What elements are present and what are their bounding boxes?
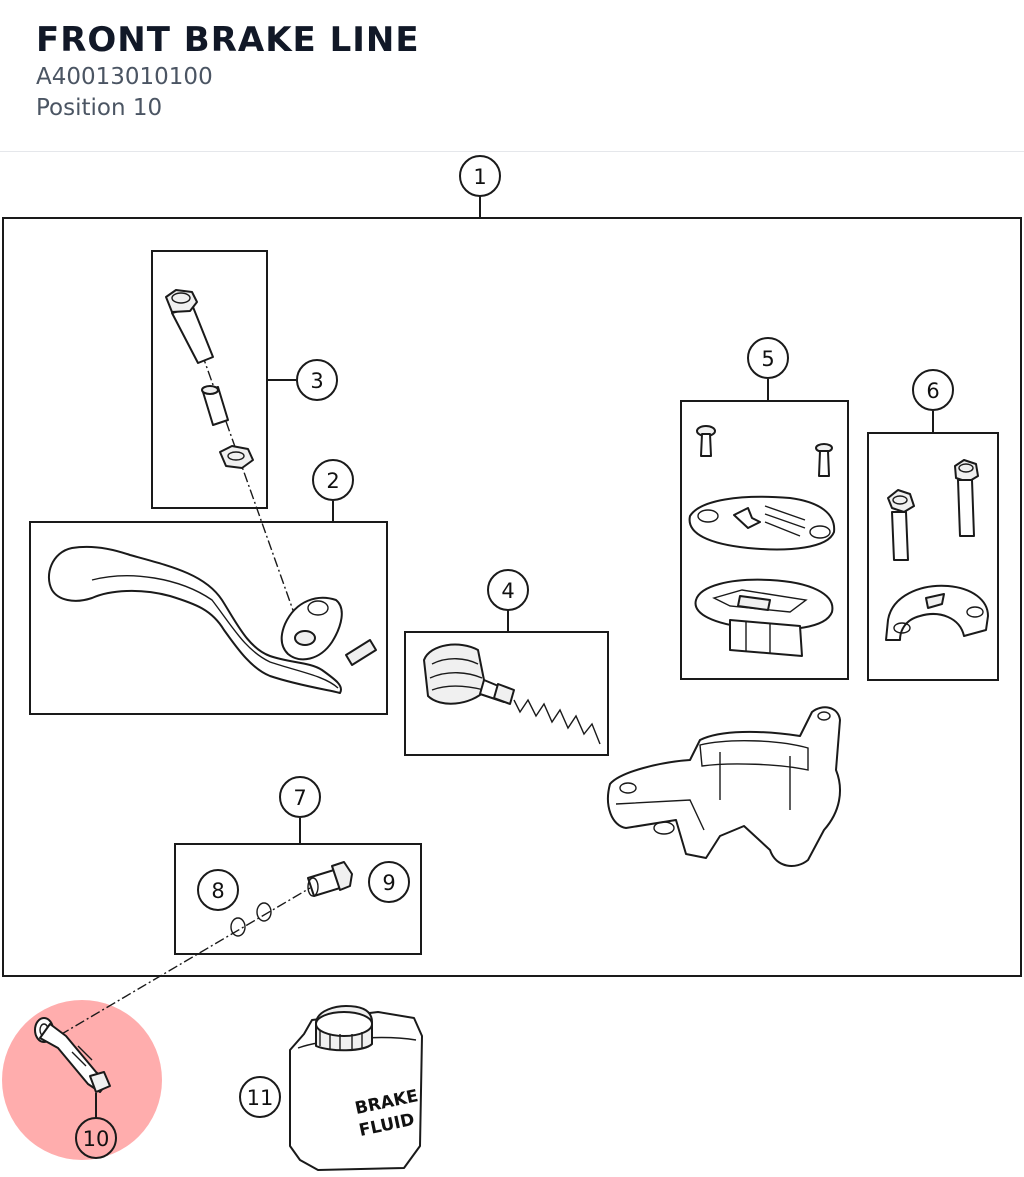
callout-9[interactable]: 9 xyxy=(368,861,410,903)
reservoir-cover-5 xyxy=(688,425,836,657)
svg-text:9: 9 xyxy=(382,871,395,895)
clamp-box xyxy=(867,432,999,681)
svg-text:4: 4 xyxy=(501,579,514,603)
svg-text:2: 2 xyxy=(326,469,339,493)
clamp-6 xyxy=(885,459,989,641)
page-title: FRONT BRAKE LINE xyxy=(36,20,420,60)
brake-line-10[interactable] xyxy=(34,1017,111,1093)
bolt-3 xyxy=(165,289,254,469)
svg-text:10: 10 xyxy=(83,1127,110,1151)
callout-5[interactable]: 5 xyxy=(747,337,789,379)
callout-11[interactable]: 11 xyxy=(239,1076,281,1118)
callout-2[interactable]: 2 xyxy=(312,459,354,501)
brake-lever-2 xyxy=(47,545,377,694)
svg-text:6: 6 xyxy=(926,379,939,403)
svg-text:8: 8 xyxy=(211,879,224,903)
callout-6[interactable]: 6 xyxy=(912,369,954,411)
page-header: FRONT BRAKE LINE A40013010100 Position 1… xyxy=(0,0,1024,152)
cover-box xyxy=(680,400,849,680)
banjo-box xyxy=(174,843,422,955)
position-label: Position 10 xyxy=(36,95,163,121)
washers-8 xyxy=(230,902,272,937)
bolt-set-box xyxy=(151,250,268,509)
piston-box xyxy=(404,631,609,756)
callout-3[interactable]: 3 xyxy=(296,359,338,401)
callout-4[interactable]: 4 xyxy=(487,569,529,611)
lever-box xyxy=(29,521,388,715)
svg-text:11: 11 xyxy=(247,1086,274,1110)
callout-10[interactable]: 10 xyxy=(75,1117,117,1159)
svg-text:1: 1 xyxy=(473,165,486,189)
piston-4 xyxy=(423,643,601,745)
part-number: A40013010100 xyxy=(36,64,213,90)
svg-text:7: 7 xyxy=(293,786,306,810)
master-cylinder-housing xyxy=(607,706,841,867)
callout-1[interactable]: 1 xyxy=(459,155,501,197)
brake-fluid-bottle-11[interactable]: BRAKE FLUID xyxy=(289,1005,423,1171)
assembly-box xyxy=(2,217,1022,977)
banjo-bolt-9 xyxy=(307,861,353,897)
svg-text:3: 3 xyxy=(310,369,323,393)
callout-8[interactable]: 8 xyxy=(197,869,239,911)
callout-7[interactable]: 7 xyxy=(279,776,321,818)
svg-text:5: 5 xyxy=(761,347,774,371)
